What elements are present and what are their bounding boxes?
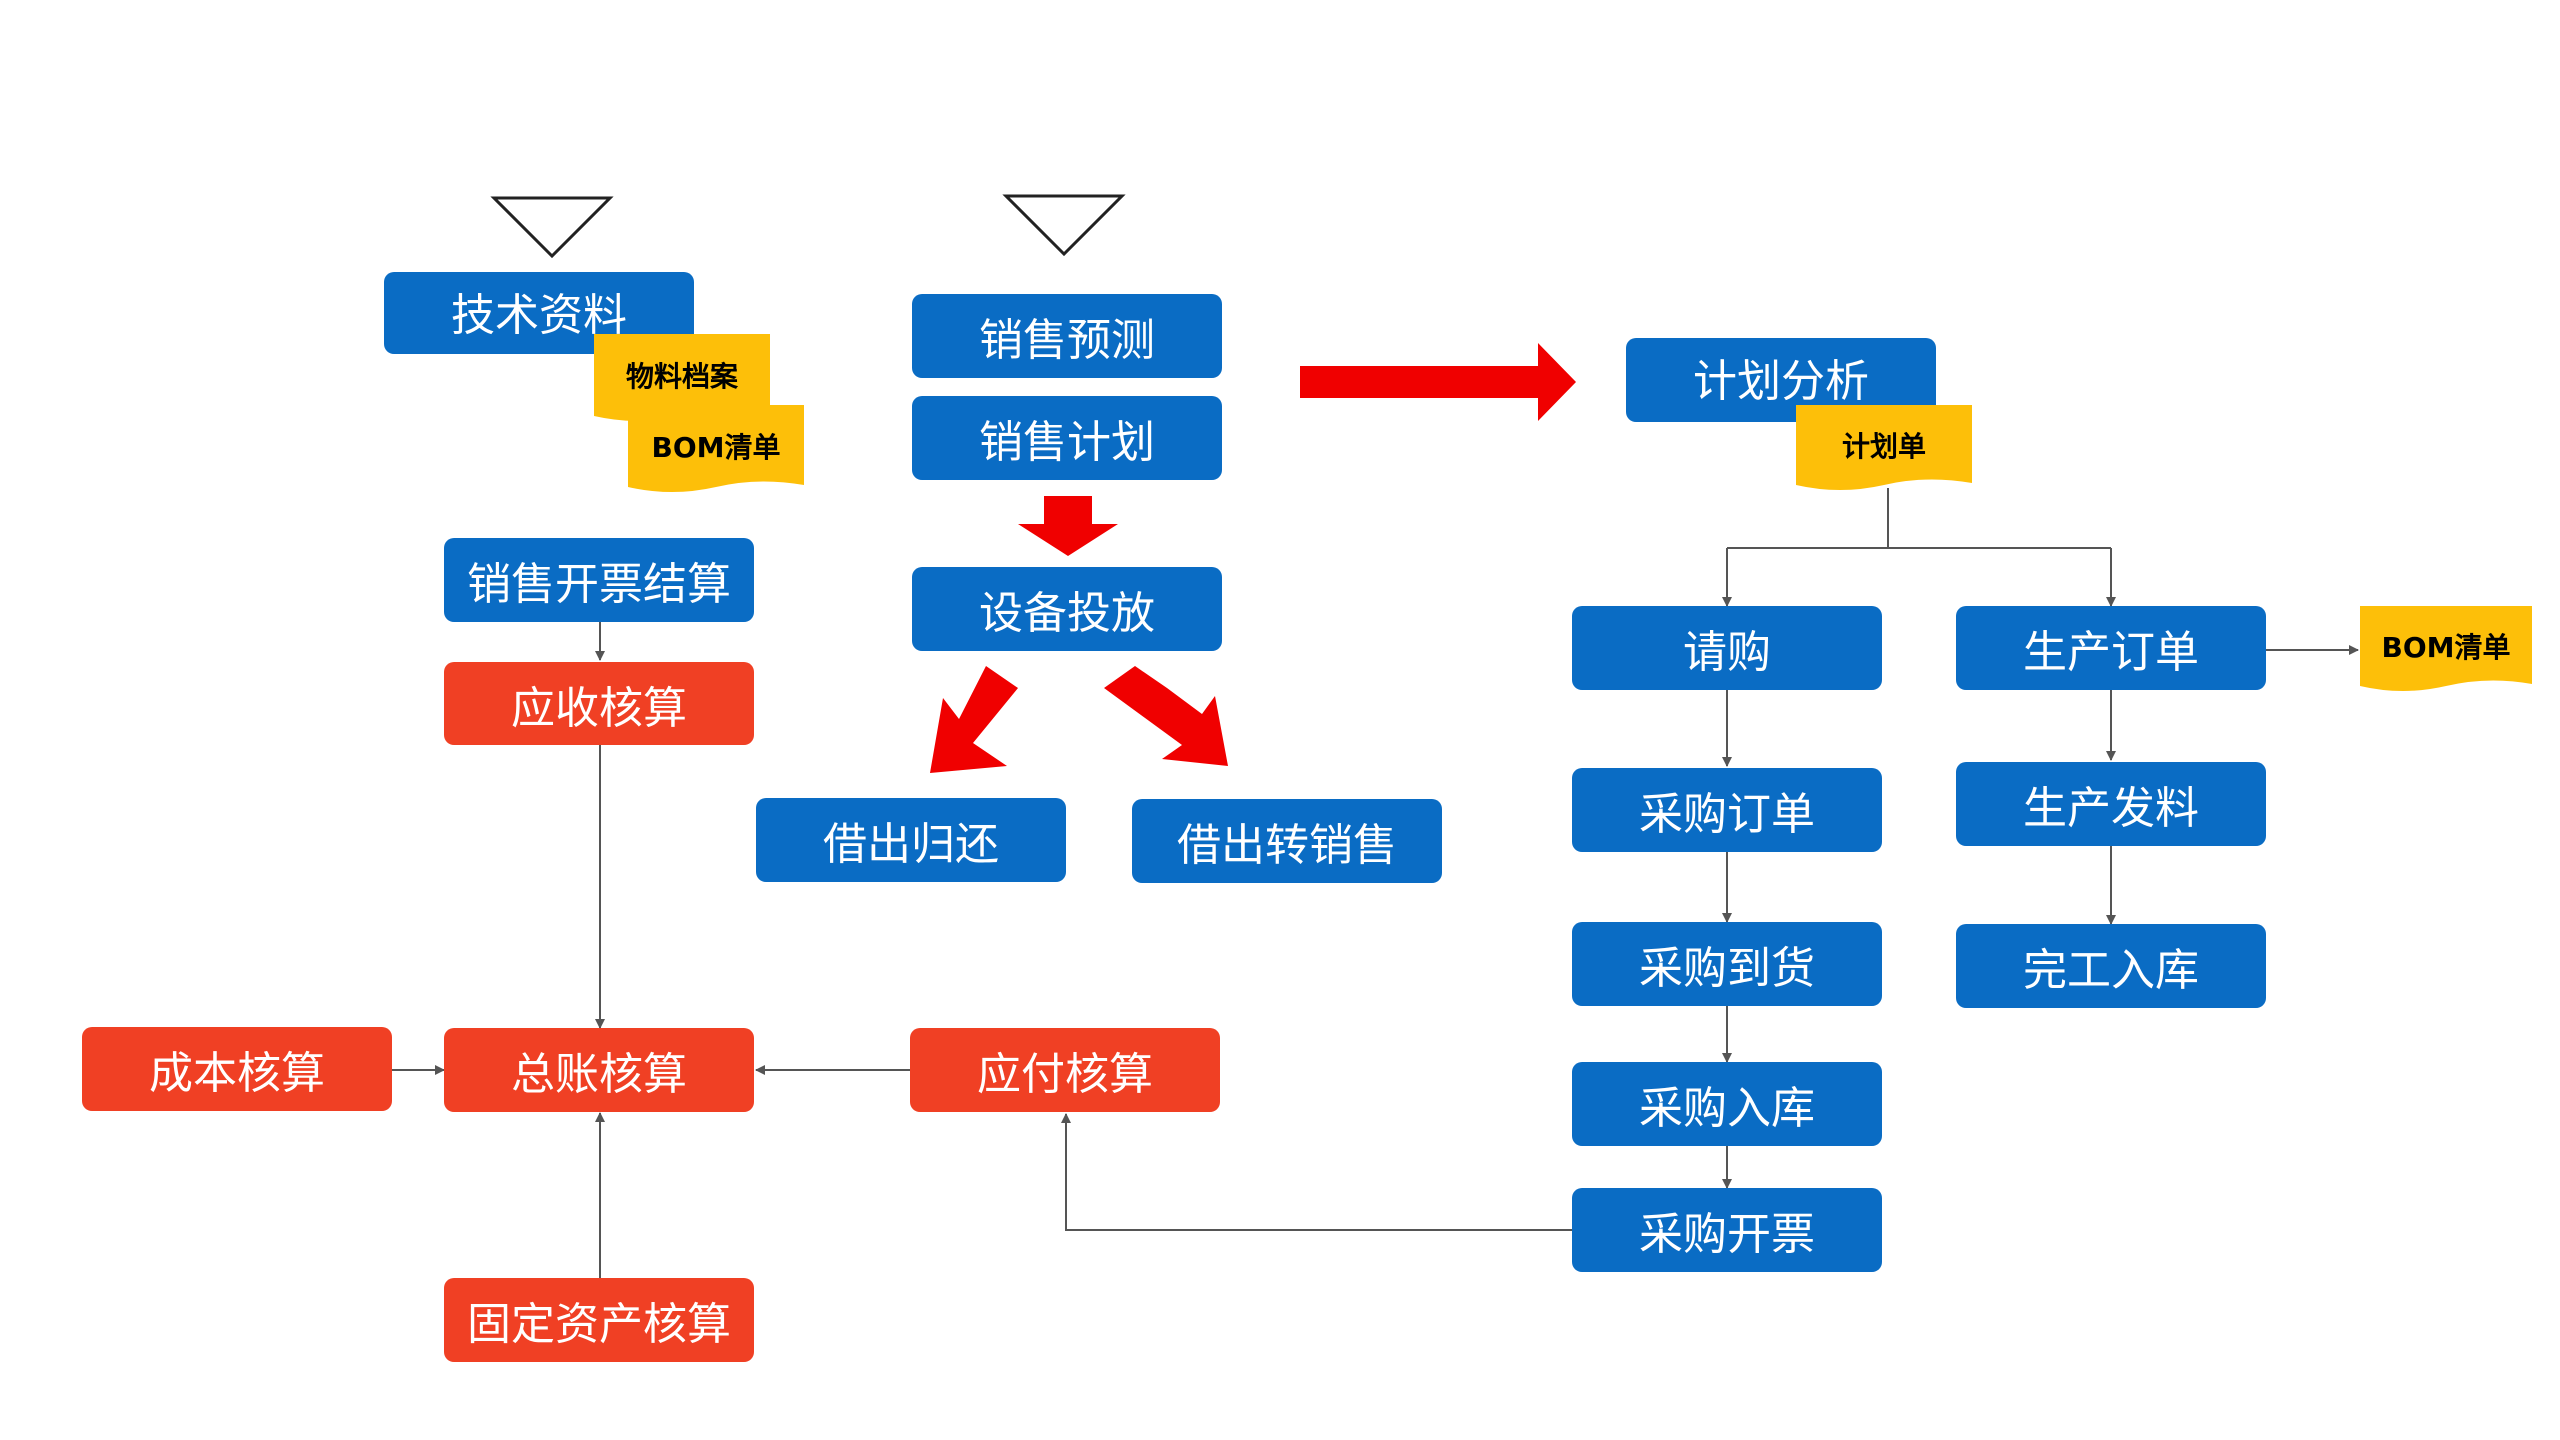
- material-archive-note: 物料档案: [594, 334, 770, 426]
- purchase-request-label: 请购: [1683, 627, 1771, 678]
- purchase-warehousing-label: 采购入库: [1639, 1083, 1815, 1134]
- sales-forecast-box[interactable]: 销售预测: [912, 294, 1222, 378]
- big-arrow-right: [1300, 343, 1576, 421]
- bom-list-note-left: BOM清单: [628, 405, 804, 497]
- loan-to-sale-box[interactable]: 借出转销售: [1132, 799, 1442, 883]
- payables-accounting-label: 应付核算: [977, 1049, 1153, 1100]
- loan-return-box[interactable]: 借出归还: [756, 798, 1066, 882]
- receivables-accounting-label: 应收核算: [511, 682, 687, 734]
- material-archive-label: 物料档案: [625, 360, 738, 393]
- cost-accounting-label: 成本核算: [149, 1048, 325, 1099]
- connector-purchase-invoice-to-payable: [1061, 1113, 1572, 1231]
- plan-sheet-label: 计划单: [1841, 430, 1926, 463]
- completion-warehousing-label: 完工入库: [2023, 945, 2199, 996]
- big-arrow-down-right: [1104, 666, 1228, 766]
- note-shape: [594, 334, 770, 421]
- tech-docs-label: 技术资料: [451, 290, 627, 341]
- loan-to-sale-label: 借出转销售: [1177, 820, 1397, 871]
- payables-accounting-box[interactable]: 应付核算: [910, 1028, 1220, 1112]
- purchase-order-box[interactable]: 采购订单: [1572, 768, 1882, 852]
- production-material-issue-label: 生产发料: [2023, 783, 2199, 834]
- big-arrow-down-left: [930, 666, 1018, 773]
- big-arrow-down: [1018, 496, 1118, 556]
- production-order-label: 生产订单: [2023, 627, 2199, 678]
- equipment-placement-label: 设备投放: [979, 588, 1155, 639]
- note-shape: [2360, 606, 2532, 691]
- note-shape: [628, 405, 804, 492]
- plan-analysis-label: 计划分析: [1693, 356, 1869, 407]
- purchase-request-box[interactable]: 请购: [1572, 606, 1882, 690]
- start-triangle-left: [490, 196, 614, 259]
- note-shape: [1796, 405, 1972, 490]
- purchase-order-label: 采购订单: [1639, 789, 1815, 840]
- sales-plan-box[interactable]: 销售计划: [912, 396, 1222, 480]
- purchase-arrival-box[interactable]: 采购到货: [1572, 922, 1882, 1006]
- purchase-arrival-label: 采购到货: [1639, 943, 1815, 994]
- receivables-accounting-box[interactable]: 应收核算: [444, 662, 754, 745]
- sales-invoice-settlement-label: 销售开票结算: [467, 559, 731, 610]
- purchase-warehousing-box[interactable]: 采购入库: [1572, 1062, 1882, 1146]
- sales-invoice-settlement-box[interactable]: 销售开票结算: [444, 538, 754, 622]
- completion-warehousing-box[interactable]: 完工入库: [1956, 924, 2266, 1008]
- purchase-invoice-label: 采购开票: [1639, 1209, 1815, 1260]
- plan-sheet-note: 计划单: [1796, 405, 1972, 495]
- sales-forecast-label: 销售预测: [979, 315, 1155, 366]
- fixed-asset-accounting-label: 固定资产核算: [467, 1299, 731, 1350]
- general-ledger-accounting-box[interactable]: 总账核算: [444, 1028, 754, 1112]
- cost-accounting-box[interactable]: 成本核算: [82, 1027, 392, 1111]
- equipment-placement-box[interactable]: 设备投放: [912, 567, 1222, 651]
- start-triangle-middle: [1002, 194, 1126, 257]
- bom-list-label-right: BOM清单: [2381, 631, 2511, 664]
- general-ledger-accounting-label: 总账核算: [511, 1049, 687, 1100]
- purchase-invoice-box[interactable]: 采购开票: [1572, 1188, 1882, 1272]
- bom-list-note-right: BOM清单: [2360, 606, 2532, 696]
- production-material-issue-box[interactable]: 生产发料: [1956, 762, 2266, 846]
- sales-plan-label: 销售计划: [979, 417, 1155, 468]
- loan-return-label: 借出归还: [823, 819, 999, 870]
- fixed-asset-accounting-box[interactable]: 固定资产核算: [444, 1278, 754, 1362]
- production-order-box[interactable]: 生产订单: [1956, 606, 2266, 690]
- bom-list-label-left: BOM清单: [651, 431, 781, 464]
